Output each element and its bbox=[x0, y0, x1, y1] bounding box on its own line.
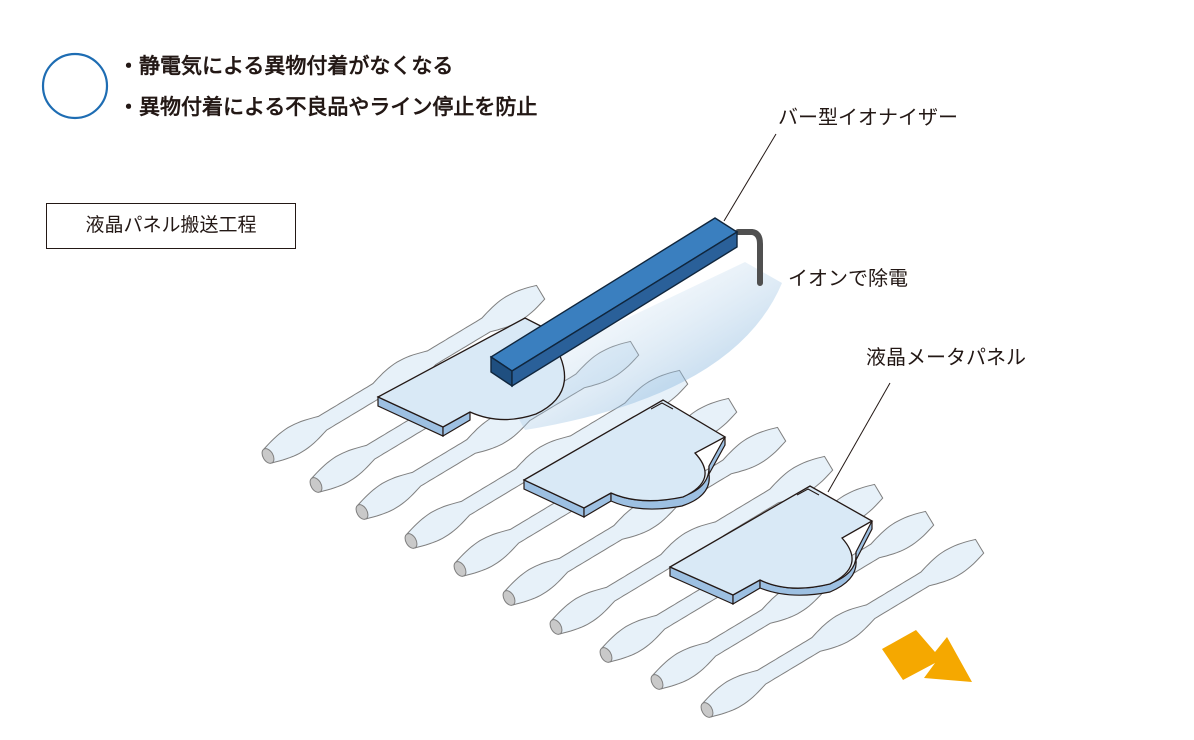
roller-end-cap bbox=[599, 647, 613, 663]
lcd-panel-2 bbox=[522, 399, 727, 519]
roller-end-cap bbox=[650, 674, 664, 690]
roller-end-cap bbox=[453, 561, 467, 577]
evaluation-point-1: ・静電気による異物付着がなくなる bbox=[118, 54, 454, 78]
roller-end-cap bbox=[309, 477, 323, 493]
roller-end-cap bbox=[700, 702, 714, 718]
conveyor-roller bbox=[551, 455, 834, 635]
circle-mark-icon bbox=[41, 52, 109, 120]
panel-leader bbox=[827, 382, 891, 493]
roller-end-cap bbox=[261, 448, 275, 464]
roller-end-cap bbox=[355, 504, 369, 520]
process-label: 液晶パネル搬送工程 bbox=[46, 203, 296, 249]
bar-ionizer bbox=[489, 217, 739, 388]
ionizer-cable bbox=[735, 229, 763, 286]
roller-end-cap bbox=[549, 619, 563, 635]
ionizer-leader bbox=[723, 133, 777, 222]
conveyor-roller bbox=[652, 510, 935, 690]
ion-discharge-label: イオンで除電 bbox=[788, 266, 908, 290]
panel-label: 液晶メータパネル bbox=[866, 345, 1026, 369]
roller-end-cap bbox=[404, 533, 418, 549]
ion-field bbox=[497, 262, 782, 430]
lcd-panel-3 bbox=[668, 485, 874, 606]
evaluation-point-2: ・異物付着による不良品やライン停止を防止 bbox=[118, 95, 538, 119]
conveyor-roller bbox=[504, 426, 787, 606]
conveyor-roller bbox=[263, 284, 546, 464]
roller-end-cap bbox=[502, 590, 516, 606]
conveyor-roller bbox=[702, 538, 985, 718]
evaluation-points: ・静電気による異物付着がなくなる ・異物付着による不良品やライン停止を防止 bbox=[118, 46, 537, 128]
ionizer-label: バー型イオナイザー bbox=[778, 105, 958, 129]
direction-arrow-icon bbox=[882, 630, 972, 682]
